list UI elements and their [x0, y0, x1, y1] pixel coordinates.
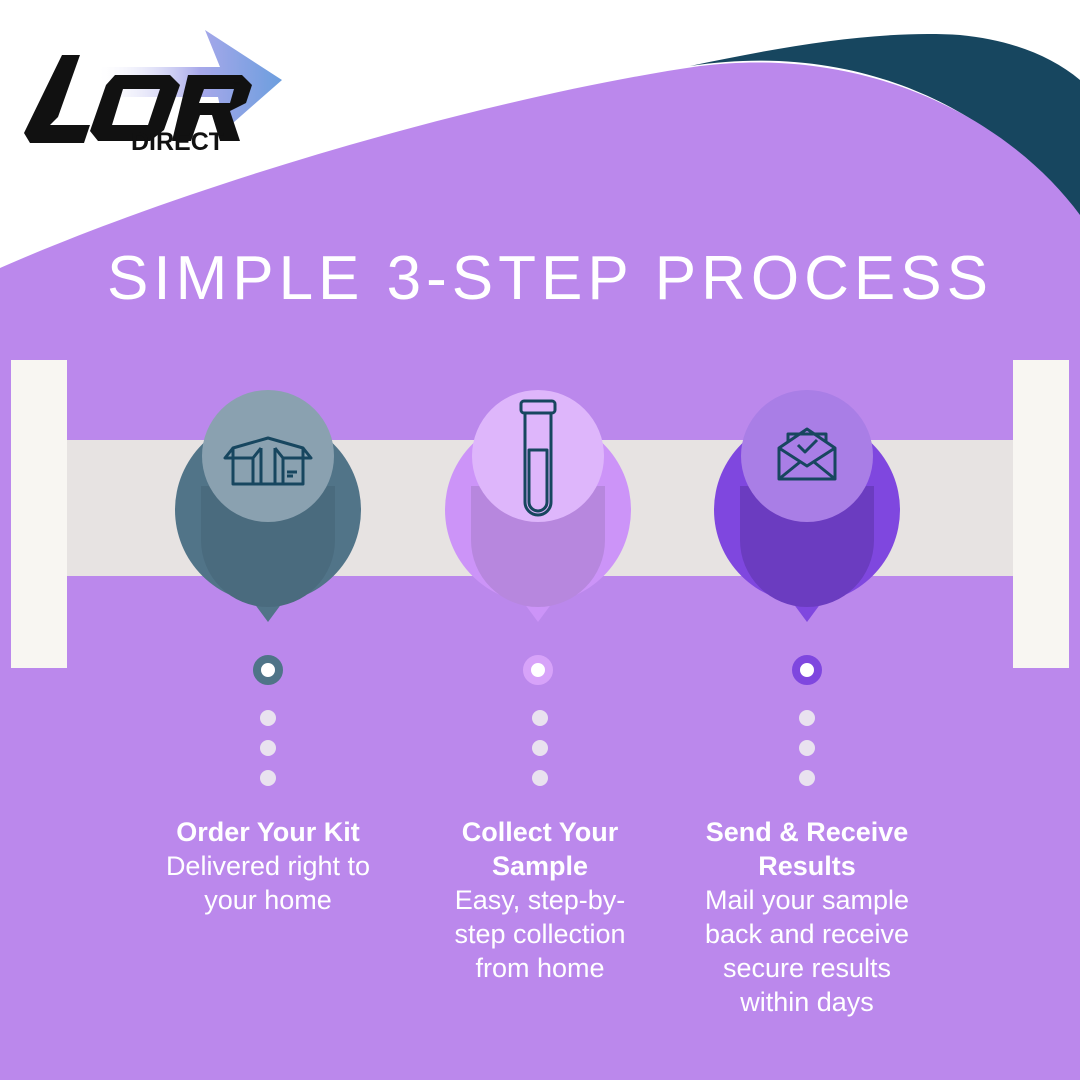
page-title: SIMPLE 3-STEP PROCESS: [107, 244, 993, 313]
step-3-text: Send & Receive Results Mail your sample …: [687, 815, 927, 1019]
step-1-text: Order Your Kit Delivered right to your h…: [148, 815, 388, 917]
step-1-marker: [173, 390, 363, 690]
step-3-pin: [714, 390, 900, 622]
step-2-text: Collect Your Sample Easy, step-by-step c…: [420, 815, 660, 985]
step-2-marker: [443, 390, 633, 690]
step-1-pin: [175, 390, 361, 622]
logo-trademark: ™: [233, 82, 240, 89]
step-1-connector-dots: [260, 710, 276, 800]
step-2-node: [523, 655, 553, 685]
mail-check-icon: [777, 427, 837, 481]
step-3-connector-dots: [799, 710, 815, 800]
band-right-cap: [1013, 360, 1069, 668]
step-3-description: Mail your sample back and receive secure…: [704, 885, 910, 1017]
step-1-description: Delivered right to your home: [165, 851, 371, 915]
logo-subtitle: DIRECT: [131, 128, 225, 156]
step-2-connector-dots: [532, 710, 548, 800]
brand-logo: [24, 30, 282, 143]
step-2-description: Easy, step-by-step collection from home: [454, 885, 626, 983]
step-2-title: Collect Your Sample: [461, 817, 619, 881]
step-3-node: [792, 655, 822, 685]
band-left-cap: [11, 360, 67, 668]
step-3-marker: [712, 390, 902, 690]
test-tube-icon: [519, 399, 557, 517]
step-1-title: Order Your Kit: [176, 817, 360, 847]
package-box-icon: [223, 436, 313, 486]
step-3-title: Send & Receive Results: [705, 817, 909, 881]
logo-letter-shapes: [24, 55, 252, 143]
step-1-node: [253, 655, 283, 685]
